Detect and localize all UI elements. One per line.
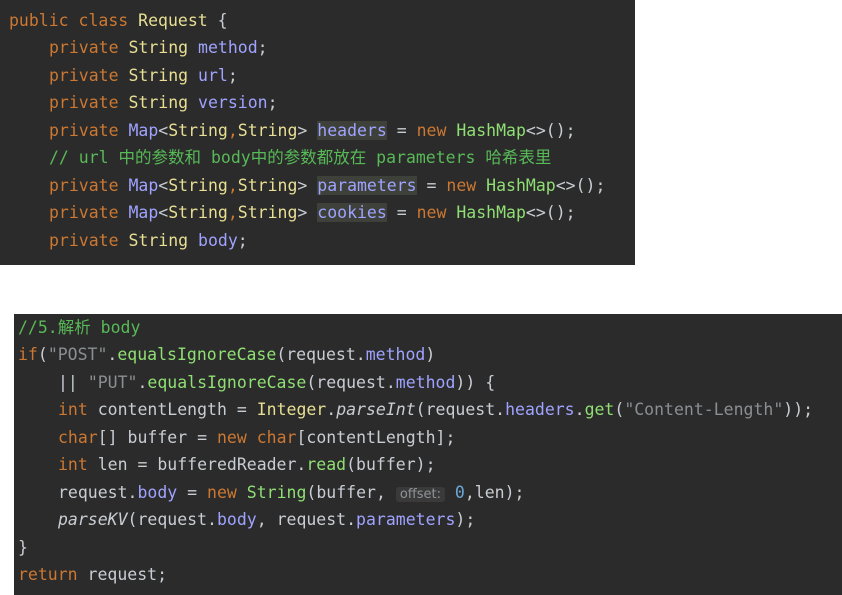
code-line-content-length[interactable]: int contentLength = Integer.parseInt(req… <box>58 400 814 419</box>
code-line-field-url[interactable]: private String url; <box>49 66 238 85</box>
request-class-code-panel: public class Request { private String me… <box>0 0 635 265</box>
parameter-hint-offset: offset: <box>395 487 445 502</box>
code-line-parse-kv[interactable]: parseKV(request.body, request.parameters… <box>58 510 476 529</box>
code-line-field-parameters[interactable]: private Map<String,String> parameters = … <box>49 176 606 195</box>
code-line-return[interactable]: return request; <box>18 565 168 584</box>
code-line-comment[interactable]: // url 中的参数和 body中的参数都放在 parameters 哈希表里 <box>49 148 552 167</box>
code-line-field-method[interactable]: private String method; <box>49 38 268 57</box>
highlighted-field-parameters: parameters <box>317 176 417 195</box>
highlighted-field-headers: headers <box>317 121 387 140</box>
code-line-field-cookies[interactable]: private Map<String,String> cookies = new… <box>49 203 576 222</box>
code-line-field-version[interactable]: private String version; <box>49 93 278 112</box>
code-line-close-brace[interactable]: } <box>18 538 28 557</box>
code-line-field-headers[interactable]: private Map<String,String> headers = new… <box>49 121 576 140</box>
code-line-buffer[interactable]: char[] buffer = new char[contentLength]; <box>58 428 456 447</box>
parse-body-code-panel: //5.解析 body if("POST".equalsIgnoreCase(r… <box>14 314 842 595</box>
code-line-class-declaration[interactable]: public class Request { <box>9 11 228 30</box>
highlighted-field-cookies: cookies <box>317 203 387 222</box>
code-line-or-put[interactable]: || "PUT".equalsIgnoreCase(request.method… <box>58 373 496 392</box>
code-line-body-assign[interactable]: request.body = new String(buffer, offset… <box>58 483 525 502</box>
code-line-read[interactable]: int len = bufferedReader.read(buffer); <box>58 455 436 474</box>
code-line-field-body[interactable]: private String body; <box>49 231 248 250</box>
code-line-if-post[interactable]: if("POST".equalsIgnoreCase(request.metho… <box>18 345 436 364</box>
code-line-parse-comment[interactable]: //5.解析 body <box>18 318 141 337</box>
